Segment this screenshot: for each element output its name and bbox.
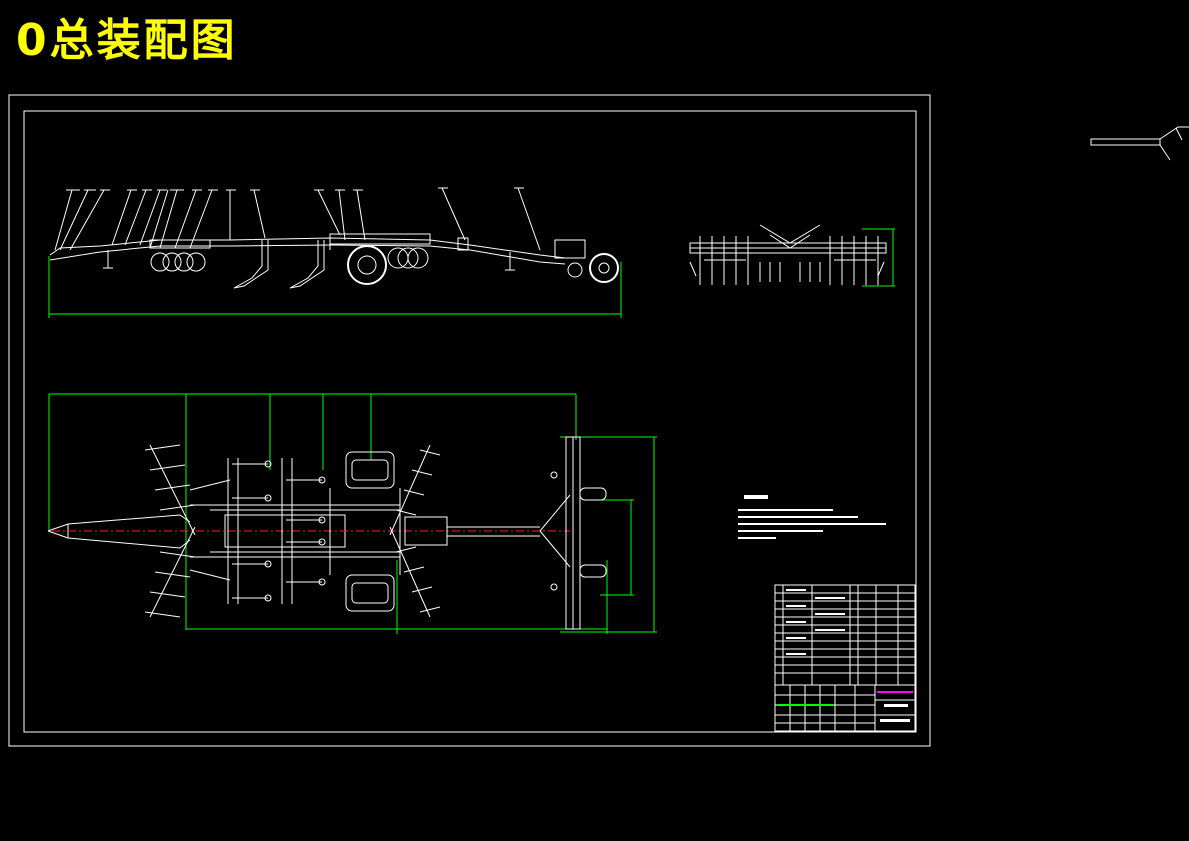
parts-list-table: [774, 584, 916, 686]
title-block: [774, 684, 916, 732]
rear-disc-gang: [150, 252, 206, 272]
sheet-outer-border: [8, 94, 931, 747]
front-view: [689, 224, 895, 287]
chisel-rows-plan: [227, 458, 326, 604]
chisel-shanks: [233, 238, 331, 289]
side-view: [48, 187, 622, 318]
plan-view: [47, 393, 657, 634]
hitch-frame: [47, 504, 400, 558]
plan-view-top-dimensions: [48, 393, 577, 630]
side-view-length-dimension: [48, 256, 622, 318]
stray-detail-fragment: [1090, 126, 1189, 161]
transport-wheel: [347, 245, 387, 285]
gauge-wheels: [567, 253, 619, 283]
transport-wheels-plan: [329, 451, 401, 612]
drawbar-plan: [404, 436, 607, 630]
plan-view-bottom-dimensions: [186, 436, 657, 634]
front-view-tines: [689, 236, 885, 285]
front-disc-gangs-plan: [389, 444, 441, 618]
rear-disc-gangs-plan: [144, 444, 231, 618]
technical-requirements-notes: [738, 495, 886, 539]
front-view-dimension: [862, 228, 895, 287]
sheet-inner-border: [23, 110, 917, 733]
front-disc-gang: [387, 247, 429, 269]
page-title: 0总装配图: [16, 15, 238, 66]
side-view-leaders: [54, 187, 541, 251]
